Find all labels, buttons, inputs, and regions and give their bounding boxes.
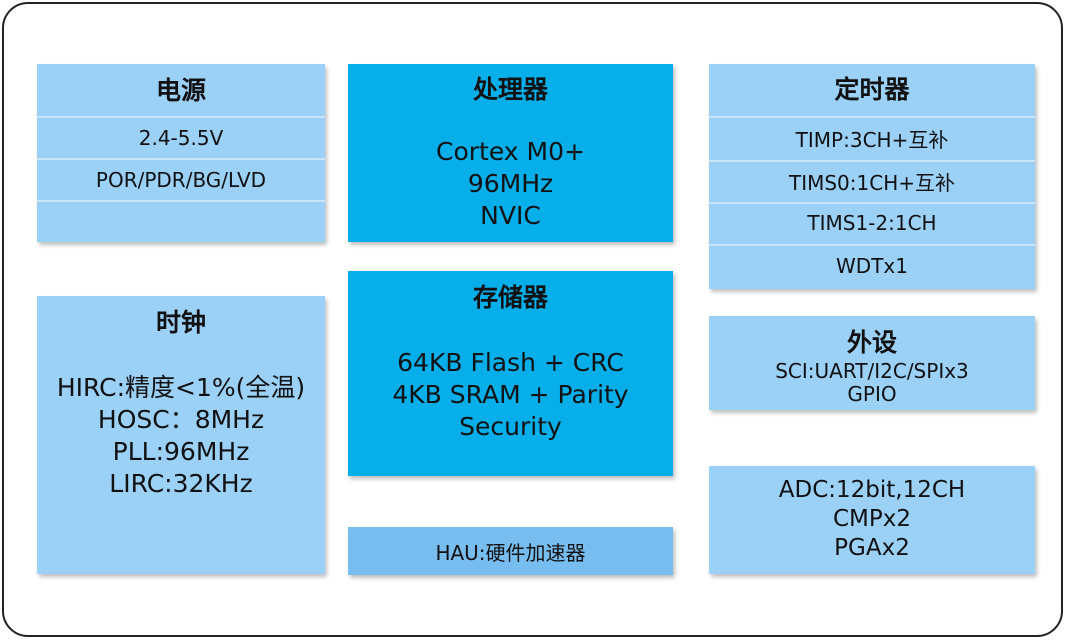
clock-block: 时钟 HIRC:精度<1%(全温) HOSC：8MHz PLL:96MHz LI…: [37, 296, 325, 574]
separator: [709, 244, 1035, 246]
timer-item: TIMS1-2:1CH: [807, 211, 937, 235]
separator: [709, 160, 1035, 162]
peripheral-line: SCI:UART/I2C/SPIx3: [775, 359, 969, 383]
processor-line: NVIC: [480, 201, 541, 230]
clock-line: HIRC:精度<1%(全温): [56, 373, 306, 402]
power-item: POR/PDR/BG/LVD: [95, 168, 267, 192]
analog-line: PGAx2: [834, 535, 910, 561]
memory-title: 存储器: [472, 283, 548, 312]
separator: [709, 116, 1035, 118]
power-item: 2.4-5.5V: [138, 126, 224, 150]
processor-lines: Cortex M0+ 96MHz NVIC: [348, 136, 673, 232]
peripheral-title: 外设: [846, 328, 897, 357]
hau-block: HAU:硬件加速器: [348, 527, 673, 575]
memory-line: Security: [459, 412, 562, 441]
timer-title: 定时器: [834, 75, 910, 104]
analog-line: ADC:12bit,12CH: [778, 477, 966, 503]
clock-line: PLL:96MHz: [112, 437, 250, 466]
peripheral-line: GPIO: [847, 382, 897, 406]
clock-line: LIRC:32KHz: [109, 469, 253, 498]
memory-lines: 64KB Flash + CRC 4KB SRAM + Parity Secur…: [348, 347, 673, 443]
separator: [37, 116, 325, 118]
processor-line: 96MHz: [467, 169, 554, 198]
processor-block: 处理器 Cortex M0+ 96MHz NVIC: [348, 64, 673, 242]
power-block: 电源 2.4-5.5V POR/PDR/BG/LVD: [37, 64, 325, 242]
analog-lines: ADC:12bit,12CH CMPx2 PGAx2: [709, 476, 1035, 563]
timer-item: WDTx1: [836, 254, 908, 278]
clock-lines: HIRC:精度<1%(全温) HOSC：8MHz PLL:96MHz LIRC:…: [37, 372, 325, 500]
processor-title: 处理器: [472, 75, 548, 104]
memory-block: 存储器 64KB Flash + CRC 4KB SRAM + Parity S…: [348, 271, 673, 476]
memory-line: 4KB SRAM + Parity: [392, 380, 629, 409]
separator: [709, 202, 1035, 204]
peripheral-block: 外设 SCI:UART/I2C/SPIx3 GPIO: [709, 316, 1035, 410]
separator: [37, 158, 325, 160]
timer-item: TIMP:3CH+互补: [795, 127, 949, 152]
analog-line: CMPx2: [832, 506, 912, 532]
clock-line: HOSC：8MHz: [97, 405, 265, 434]
timer-item: TIMS0:1CH+互补: [788, 170, 955, 195]
clock-title: 时钟: [155, 308, 206, 337]
timer-block: 定时器 TIMP:3CH+互补 TIMS0:1CH+互补 TIMS1-2:1CH…: [709, 64, 1035, 289]
processor-line: Cortex M0+: [436, 137, 585, 166]
power-title: 电源: [155, 76, 206, 105]
peripheral-lines: SCI:UART/I2C/SPIx3 GPIO: [709, 360, 1035, 406]
analog-block: ADC:12bit,12CH CMPx2 PGAx2: [709, 466, 1035, 574]
separator: [37, 200, 325, 202]
hau-label: HAU:硬件加速器: [435, 540, 586, 565]
memory-line: 64KB Flash + CRC: [397, 348, 624, 377]
